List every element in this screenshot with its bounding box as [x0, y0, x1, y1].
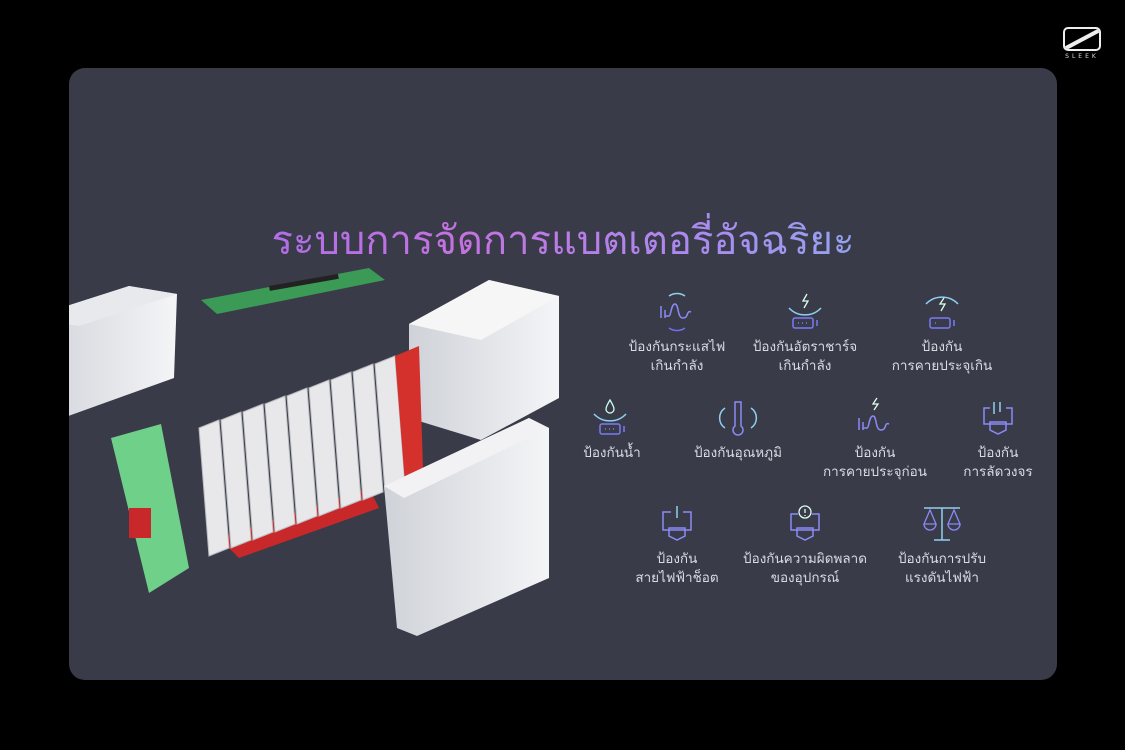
feature-predischarge: ป้องกัน การคายประจุก่อน — [785, 396, 965, 482]
bms-module — [111, 424, 189, 593]
feature-label-1: ป้องกัน — [921, 339, 963, 355]
logo-text: SLEEK — [1065, 53, 1099, 60]
feature-label-1: ป้องกัน — [977, 445, 1019, 461]
end-cap-left — [69, 286, 177, 416]
battery-cells — [198, 346, 423, 558]
brand-logo: SLEEK — [1062, 27, 1102, 63]
feature-label-2: การคายประจุเกิน — [891, 358, 993, 374]
feature-wire-short: ป้องกัน สายไฟฟ้าช็อต — [587, 502, 767, 588]
feature-label-1: ป้องกันอัตราชาร์จ — [752, 339, 858, 355]
feature-label-2: แรงดันไฟฟ้า — [904, 570, 980, 586]
scale-icon — [923, 507, 961, 541]
feature-water: ป้องกันน้ำ — [522, 396, 702, 463]
feature-label-2: สายไฟฟ้าช็อต — [635, 570, 719, 586]
feature-overdischarge: ป้องกัน การคายประจุเกิน — [852, 290, 1032, 376]
feature-label-2: การลัดวงจร — [963, 464, 1033, 480]
feature-overcurrent: ป้องกันกระแสไฟ เกินกำลัง — [587, 290, 767, 376]
feature-label-2: การคายประจุก่อน — [822, 464, 928, 480]
feature-label-2: เกินกำลัง — [778, 358, 832, 374]
feature-label-1: ป้องกันกระแสไฟ — [628, 339, 726, 355]
charge-battery-icon — [788, 293, 822, 329]
lightning-wave-icon — [858, 397, 890, 431]
feature-overcharge: ป้องกันอัตราชาร์จ เกินกำลัง — [715, 290, 895, 376]
feature-label-1: ป้องกันอุณหภูมิ — [693, 445, 782, 461]
battery-exploded-illustration — [69, 268, 559, 636]
feature-short-circuit: ป้องกัน การลัดวงจร — [908, 396, 1057, 482]
short-circuit-icon — [983, 402, 1013, 435]
logo-mark-icon — [1063, 27, 1101, 51]
circuit-board — [201, 268, 385, 314]
content-panel: ระบบการจัดการแบตเตอรี่อัจฉริยะ — [69, 68, 1057, 680]
bottom-case — [384, 418, 549, 636]
current-wave-icon — [660, 292, 692, 332]
top-case — [409, 280, 559, 440]
feature-label-1: ป้องกันการปรับ — [897, 551, 987, 567]
feature-label-2: เกินกำลัง — [650, 358, 704, 374]
plug-icon — [662, 506, 692, 541]
feature-label-1: ป้องกัน — [656, 551, 698, 567]
discharge-battery-icon — [925, 296, 959, 329]
feature-temperature: ป้องกันอุณหภูมิ — [648, 396, 828, 463]
feature-voltage: ป้องกันการปรับ แรงดันไฟฟ้า — [852, 502, 1032, 588]
feature-label-2: ของอุปกรณ์ — [770, 570, 840, 586]
feature-label-1: ป้องกันน้ำ — [583, 445, 641, 461]
feature-device-fault: ป้องกันความผิดพลาด ของอุปกรณ์ — [715, 502, 895, 588]
page-title: ระบบการจัดการแบตเตอรี่อัจฉริยะ — [69, 208, 1057, 272]
thermometer-icon — [718, 401, 758, 436]
device-alert-icon — [790, 505, 820, 541]
feature-label-1: ป้องกัน — [854, 445, 896, 461]
water-drop-icon — [593, 398, 627, 435]
feature-label-1: ป้องกันความผิดพลาด — [743, 551, 867, 567]
